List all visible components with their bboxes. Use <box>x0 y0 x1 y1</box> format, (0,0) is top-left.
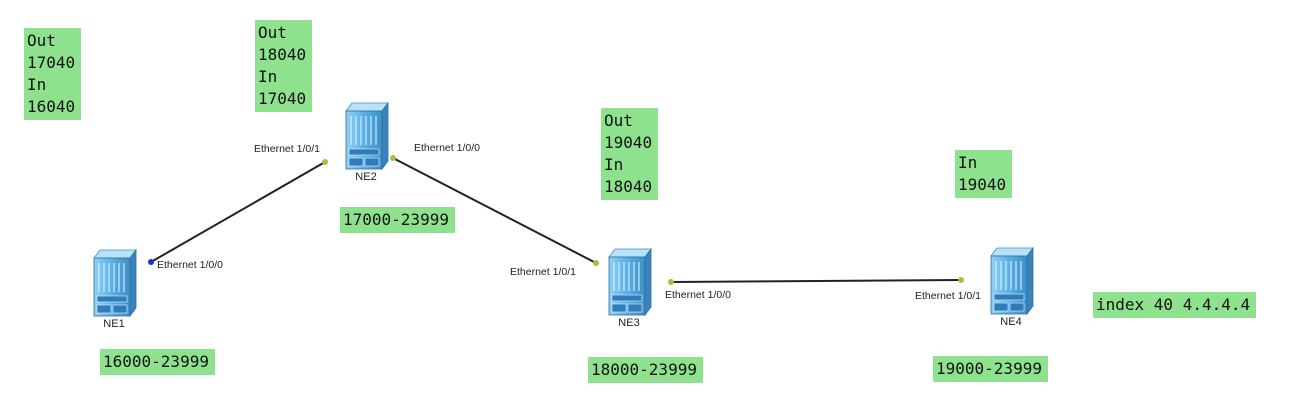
label-tag-ne1: Out 17040 In 16040 <box>24 28 82 120</box>
port-label-ne2-eth1: Ethernet 1/0/1 <box>254 143 320 155</box>
range-tag-ne1: 16000-23999 <box>100 349 215 375</box>
index-note: index 40 4.4.4.4 <box>1093 292 1257 318</box>
port-label-ne3-eth1: Ethernet 1/0/1 <box>510 266 576 278</box>
node-name-ne3: NE3 <box>618 317 640 329</box>
port-label-ne4-eth1: Ethernet 1/0/1 <box>915 290 981 302</box>
link-ne1-ne2 <box>150 161 326 263</box>
range-tag-ne3: 18000-23999 <box>588 357 703 383</box>
link-ne3-ne4 <box>670 279 962 283</box>
link-ne2-ne3 <box>392 157 597 264</box>
node-name-ne2: NE2 <box>355 171 377 183</box>
router-icon[interactable] <box>608 248 652 316</box>
port-dot-ne2-eth1 <box>322 159 328 165</box>
port-label-ne3-eth0: Ethernet 1/0/0 <box>665 289 731 301</box>
router-icon[interactable] <box>93 249 137 317</box>
port-dot-ne3-eth1 <box>593 260 599 266</box>
node-name-ne4: NE4 <box>1000 316 1022 328</box>
range-tag-ne2: 17000-23999 <box>340 207 455 233</box>
port-dot-ne2-eth0 <box>390 155 396 161</box>
port-dot-ne3-eth0 <box>668 279 674 285</box>
label-tag-ne4: In 19040 <box>955 150 1013 198</box>
port-label-ne2-eth0: Ethernet 1/0/0 <box>414 142 480 154</box>
label-tag-ne3: Out 19040 In 18040 <box>601 108 659 200</box>
range-tag-ne4: 19000-23999 <box>933 356 1048 382</box>
port-dot-ne1-eth0 <box>148 259 154 265</box>
port-dot-ne4-eth1 <box>958 277 964 283</box>
node-name-ne1: NE1 <box>103 318 125 330</box>
label-tag-ne2: Out 18040 In 17040 <box>255 20 313 112</box>
router-icon[interactable] <box>990 247 1034 315</box>
port-label-ne1-eth0: Ethernet 1/0/0 <box>157 259 223 271</box>
router-icon[interactable] <box>345 102 389 170</box>
